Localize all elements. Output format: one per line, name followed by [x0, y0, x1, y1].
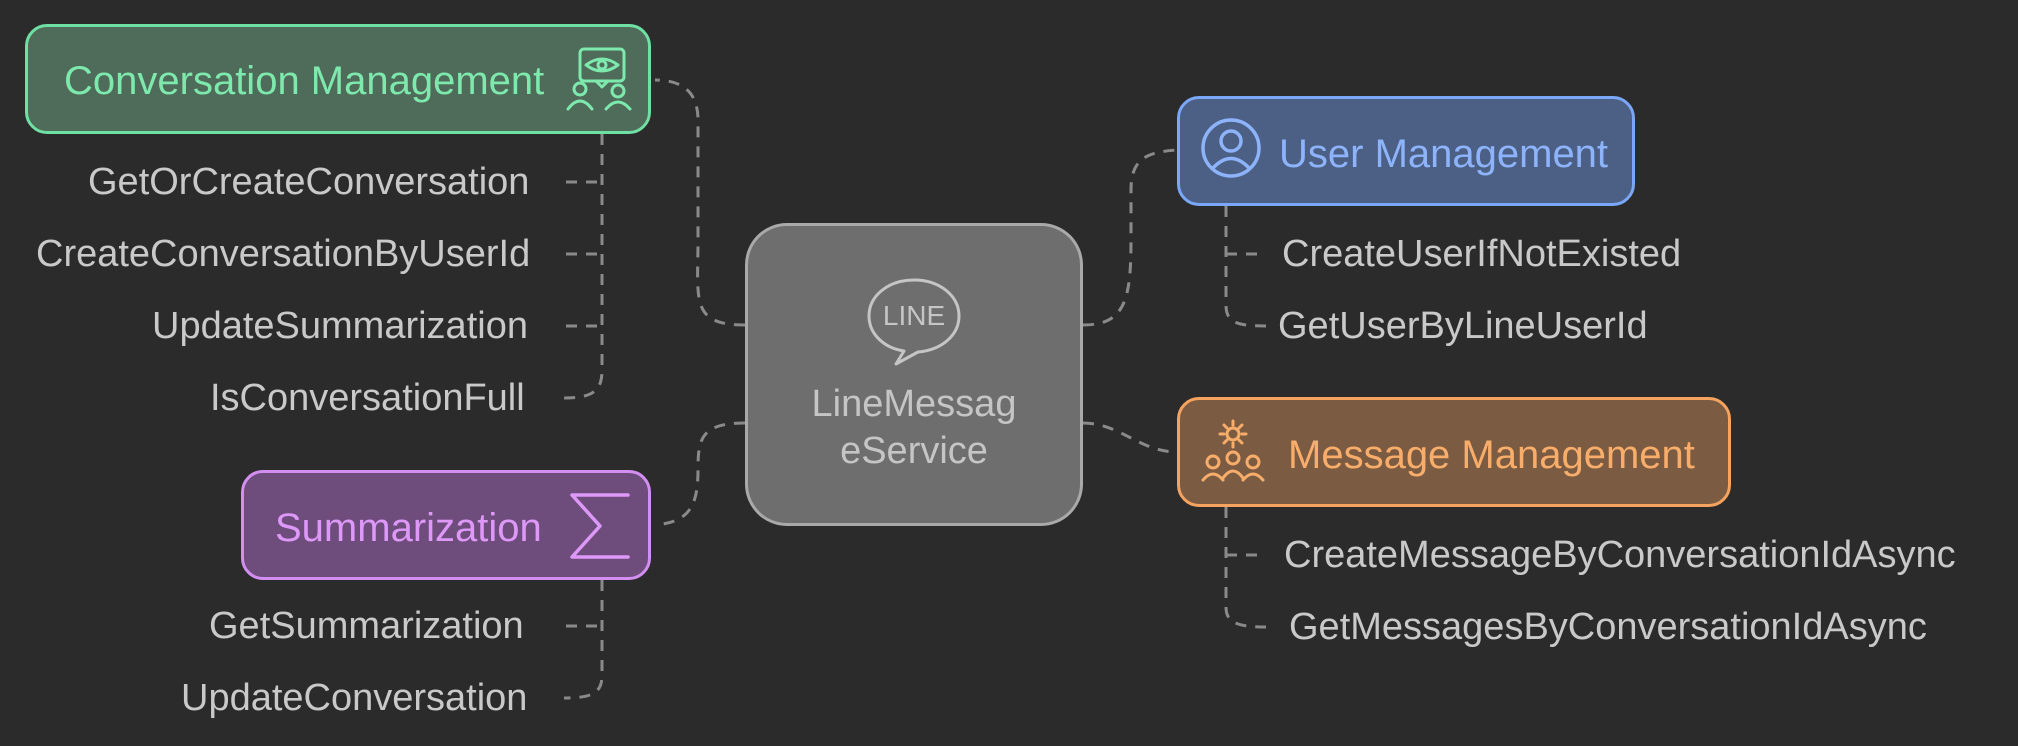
summarization-node: Summarization [241, 470, 651, 580]
summarization-item-get: GetSummarization [209, 605, 524, 647]
sigma-icon [564, 491, 634, 566]
connector-center-conversation [654, 78, 746, 327]
summarization-label: Summarization [275, 506, 542, 550]
people-vision-icon [566, 47, 632, 118]
user-item-create-if-not-existed: CreateUserIfNotExisted [1282, 233, 1682, 275]
user-item-get-by-line-user-id: GetUserByLineUserId [1278, 305, 1648, 347]
summarization-item-update-conversation: UpdateConversation [181, 677, 528, 719]
user-management-label: User Management [1279, 132, 1609, 176]
team-gear-icon [1200, 418, 1266, 489]
conversation-item-update-summarization: UpdateSummarization [152, 305, 528, 347]
connector-msg-trunk [1224, 507, 1267, 629]
connector-conv-trunk [563, 134, 604, 400]
conversation-item-is-full: IsConversationFull [210, 377, 525, 419]
center-label: LineMessag eService [748, 381, 1080, 475]
user-management-node: User Management [1177, 96, 1635, 206]
conversation-management-label: Conversation Management [64, 59, 545, 103]
connector-center-user [1082, 148, 1178, 327]
center-label-line-2: eService [840, 430, 988, 472]
line-logo-text: LINE [883, 300, 945, 331]
line-logo-icon: LINE [866, 276, 962, 371]
message-item-create-by-conversation-id: CreateMessageByConversationIdAsync [1284, 534, 1956, 576]
connector-user-trunk [1224, 206, 1267, 328]
conversation-item-get-or-create: GetOrCreateConversation [88, 161, 530, 203]
connector-sum-trunk [563, 580, 604, 700]
conversation-management-node: Conversation Management [25, 24, 651, 134]
connector-center-message [1082, 421, 1178, 454]
message-item-get-by-conversation-id: GetMessagesByConversationIdAsync [1289, 606, 1927, 648]
message-management-node: Message Management [1177, 397, 1731, 507]
connector-center-summarization [654, 421, 746, 527]
center-label-line-1: LineMessag [811, 383, 1017, 425]
message-management-label: Message Management [1288, 433, 1695, 477]
conversation-item-create-by-user-id: CreateConversationByUserId [36, 233, 531, 275]
line-message-service-node: LINE LineMessag eService [745, 223, 1083, 526]
user-circle-icon [1200, 117, 1262, 184]
